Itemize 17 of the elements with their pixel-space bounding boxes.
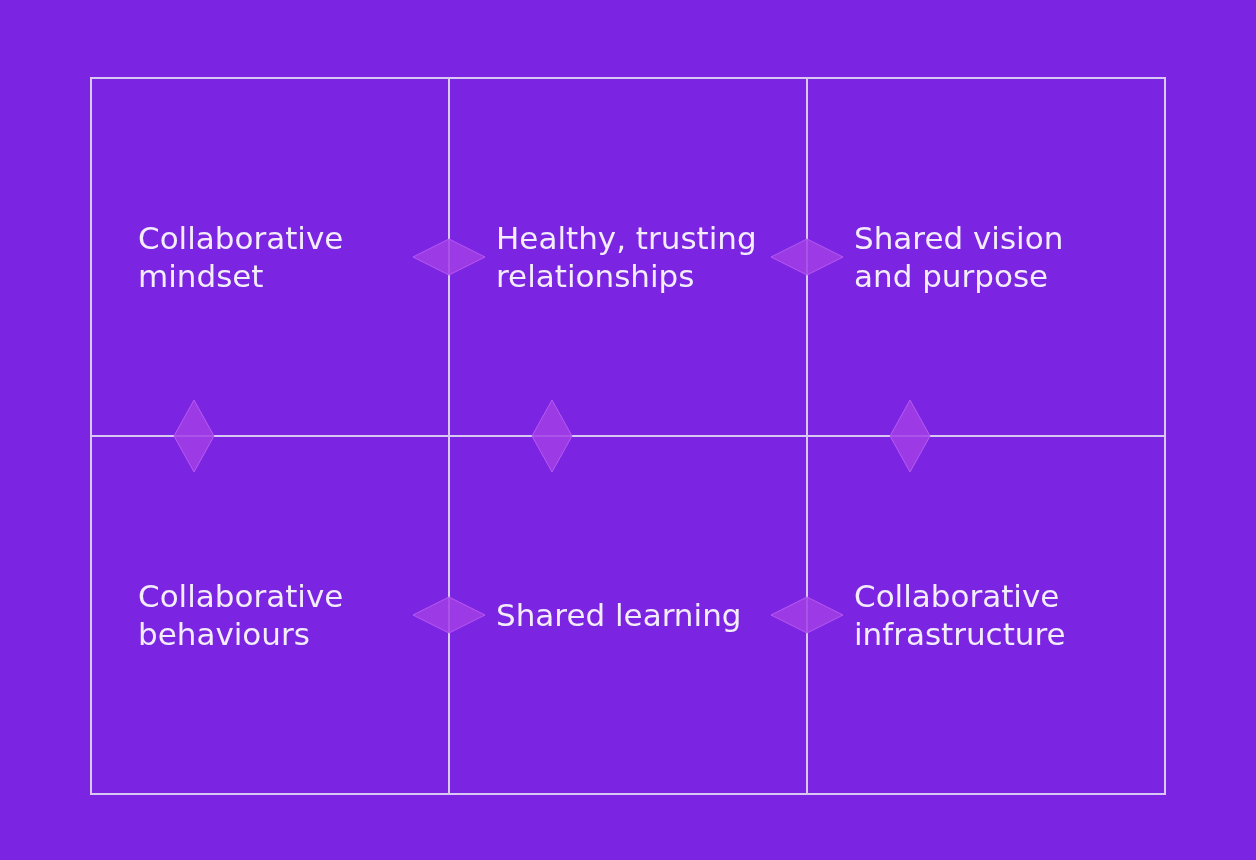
- grid-cell: [806, 77, 1166, 437]
- diamond-connector: [412, 596, 486, 634]
- cell-text: Healthy, trusting relationships: [495, 219, 758, 295]
- grid-cell: [806, 435, 1166, 795]
- grid-cell: [90, 77, 450, 437]
- cell-text: Shared learning: [495, 596, 743, 634]
- cell-text: Collaborative behaviours: [137, 577, 345, 653]
- diamond-connector: [770, 596, 844, 634]
- diamond-connector: [889, 399, 931, 473]
- cell-text: Collaborative mindset: [137, 219, 345, 295]
- diamond-connector: [412, 238, 486, 276]
- diamond-connector: [531, 399, 573, 473]
- cell-text: Shared vision and purpose: [853, 219, 1065, 295]
- diamond-connector: [770, 238, 844, 276]
- cell-text: Collaborative infrastructure: [853, 577, 1067, 653]
- grid-cell: [90, 435, 450, 795]
- diamond-connector: [173, 399, 215, 473]
